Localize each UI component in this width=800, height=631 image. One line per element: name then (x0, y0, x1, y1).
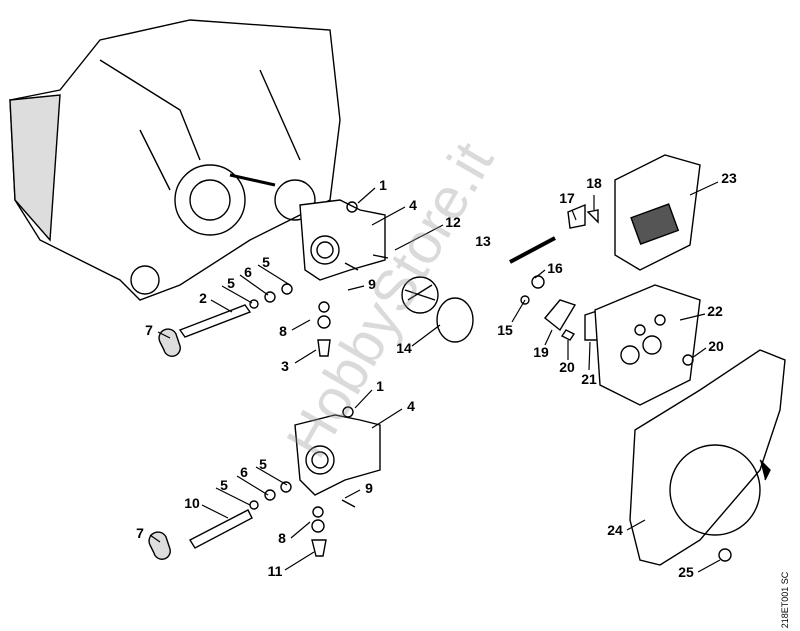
callout-23: 23 (721, 170, 737, 186)
leader-lines (149, 181, 721, 573)
callout-18: 18 (586, 175, 602, 191)
callout-13: 13 (475, 233, 491, 249)
callout-16: 16 (547, 260, 563, 276)
callout-21: 21 (581, 371, 597, 387)
callout-14: 14 (396, 340, 412, 356)
callout-6b: 6 (240, 464, 248, 480)
callout-9b: 9 (365, 480, 373, 496)
callout-17: 17 (559, 190, 575, 206)
callout-5b: 5 (227, 275, 235, 291)
callout-11: 11 (267, 563, 283, 579)
callout-20b: 20 (708, 338, 724, 354)
callout-3: 3 (281, 358, 289, 374)
oil-pump-upper (158, 199, 389, 357)
callout-15: 15 (497, 322, 513, 338)
drawing-code: 218ET001 SC (780, 571, 790, 629)
callout-9: 9 (368, 276, 376, 292)
callout-8b: 8 (278, 530, 286, 546)
callout-2: 2 (199, 290, 207, 306)
callout-7: 7 (145, 322, 153, 338)
callout-24: 24 (607, 522, 623, 538)
callout-1: 1 (379, 177, 387, 193)
callout-10: 10 (184, 495, 200, 511)
worm-gear-drawing (401, 276, 474, 343)
callout-4: 4 (409, 197, 417, 213)
callout-8: 8 (279, 323, 287, 339)
callout-5d: 5 (220, 477, 228, 493)
callout-6: 6 (244, 264, 252, 280)
callout-20: 20 (559, 359, 575, 375)
callout-4b: 4 (407, 398, 415, 414)
callout-19: 19 (533, 344, 549, 360)
callout-12: 12 (445, 214, 461, 230)
side-plates-drawing (594, 154, 786, 566)
callout-5c: 5 (259, 456, 267, 472)
callout-22: 22 (707, 303, 723, 319)
callout-1b: 1 (376, 378, 384, 394)
oil-pump-lower (148, 406, 381, 560)
crankcase-drawing (9, 19, 341, 301)
callout-7b: 7 (136, 525, 144, 541)
callout-5: 5 (262, 254, 270, 270)
callout-25: 25 (678, 564, 694, 580)
